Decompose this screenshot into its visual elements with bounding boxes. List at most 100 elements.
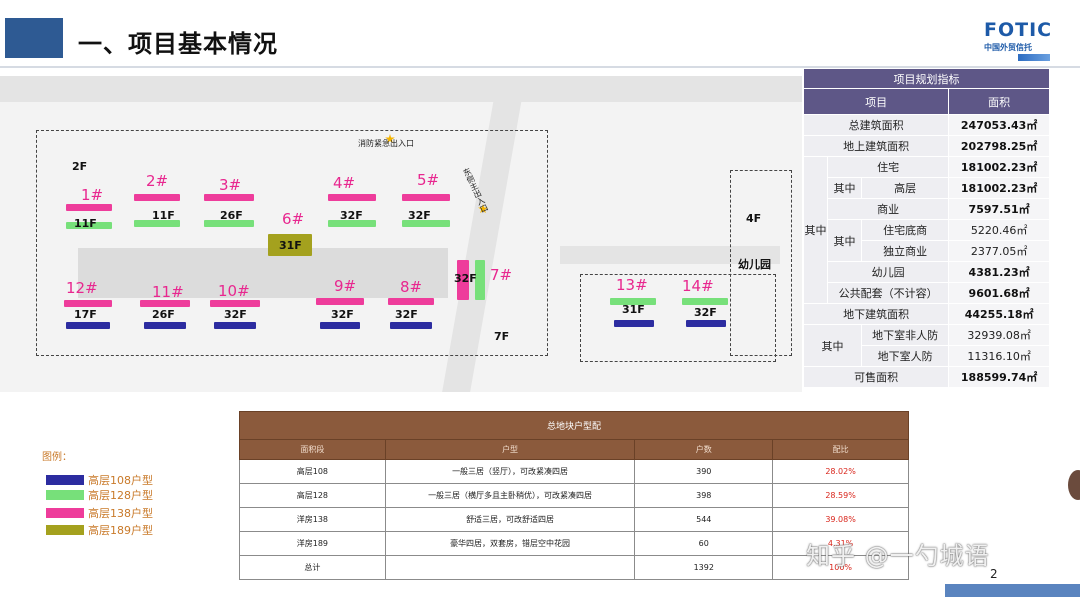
- row-type: 一般三居（竖厅），可改紧凑四居: [384, 459, 636, 484]
- building-4-floors: 32F: [340, 209, 363, 222]
- standalone-label: 独立商业: [860, 240, 950, 262]
- building-13-floors: 31F: [622, 303, 645, 316]
- row-ratio: 39.08%: [772, 507, 909, 532]
- building-3-number: 3#: [219, 176, 242, 194]
- building-8-unit-138: [388, 298, 434, 305]
- site-plan: 消防紧急出入口 东侧主出入口 2F 4F 幼儿园 7F 1# 11F 2# 11…: [0, 76, 802, 392]
- building-7f-label: 7F: [494, 330, 510, 343]
- road-top: [0, 76, 802, 102]
- building-7-floors: 32F: [454, 272, 477, 285]
- legend-title: 图例：: [42, 452, 72, 463]
- legend-label-108: 高层108户型: [88, 474, 153, 487]
- residential-value: 181002.23㎡: [948, 156, 1050, 178]
- building-8-floors: 32F: [395, 308, 418, 321]
- fire-gate-marker: [385, 134, 395, 144]
- saleable-label: 可售面积: [802, 366, 950, 388]
- unit-mix-header-type: 户型: [384, 439, 636, 460]
- footer-accent-bar: [945, 584, 1080, 597]
- building-7-number: 7#: [490, 266, 513, 284]
- commercial-label: 商业: [826, 198, 950, 220]
- row-type: [384, 555, 636, 580]
- building-6-number: 6#: [282, 210, 305, 228]
- building-5-unit-128: [402, 220, 450, 227]
- above-ground-label: 地上建筑面积: [802, 135, 950, 157]
- building-12-unit-138: [64, 300, 112, 307]
- unit-mix-header-segment: 面积段: [239, 439, 386, 460]
- building-10-unit-108: [214, 322, 256, 329]
- standalone-value: 2377.05㎡: [948, 240, 1050, 262]
- legend-swatch-189: [46, 525, 84, 535]
- unit-mix-caption: 总地块户型配: [239, 411, 909, 440]
- header-accent-bar: [5, 18, 63, 58]
- public-label: 公共配套（不计容）: [826, 282, 950, 304]
- legend-swatch-128: [46, 490, 84, 500]
- building-14-unit-108: [686, 320, 726, 327]
- legend-label-128: 高层128户型: [88, 489, 153, 502]
- building-5-unit-138: [402, 194, 450, 201]
- underground-qizhong: 其中: [803, 324, 862, 367]
- page-number: 2: [990, 567, 998, 581]
- building-1-unit-138: [66, 204, 112, 211]
- building-1-unit-128: [66, 222, 112, 229]
- logo-wordmark: FOTIC: [984, 19, 1053, 41]
- civil-defense-label: 地下室人防: [860, 345, 950, 367]
- main-site-boundary: [36, 130, 548, 356]
- legend-item-189: 高层189户型: [46, 522, 153, 538]
- building-10-unit-138: [210, 300, 260, 307]
- building-12-floors: 17F: [74, 308, 97, 321]
- avatar[interactable]: [1068, 470, 1080, 500]
- building-6-floors: 31F: [279, 239, 302, 252]
- row-count: 398: [634, 483, 774, 508]
- legend-label-189: 高层189户型: [88, 524, 153, 537]
- logo-stripe: [1018, 54, 1050, 61]
- road-east: [560, 246, 780, 264]
- table-row: 洋房138 舒适三居，可改舒适四居 544 39.08%: [239, 507, 909, 532]
- highrise-value: 181002.23㎡: [948, 177, 1050, 199]
- row-segment: 洋房189: [239, 531, 386, 556]
- row-count: 544: [634, 507, 774, 532]
- underground-label: 地下建筑面积: [802, 303, 950, 325]
- civil-defense-value: 11316.10㎡: [948, 345, 1050, 367]
- building-12-unit-108: [66, 322, 110, 329]
- row-type: 舒适三居，可改舒适四居: [384, 507, 636, 532]
- indicators-col-area: 面积: [948, 88, 1050, 115]
- building-9-number: 9#: [334, 277, 357, 295]
- saleable-value: 188599.74㎡: [948, 366, 1050, 388]
- row-type: 豪华四居，双套房，错层空中花园: [384, 531, 636, 556]
- row-count: 390: [634, 459, 774, 484]
- building-4-unit-138: [328, 194, 376, 201]
- building-11-number: 11#: [152, 283, 184, 301]
- commercial-qizhong: 其中: [827, 219, 862, 262]
- table-row: 高层128 一般三居（横厅多且主卧稍优），可改紧凑四居 398 28.59%: [239, 483, 909, 508]
- building-9-unit-138: [316, 298, 364, 305]
- above-ground-value: 202798.25㎡: [948, 135, 1050, 157]
- building-13-unit-128: [610, 298, 656, 305]
- row-count: 60: [634, 531, 774, 556]
- page-title: 一、项目基本情况: [78, 30, 278, 58]
- row-segment: 高层128: [239, 483, 386, 508]
- commercial-value: 7597.51㎡: [948, 198, 1050, 220]
- building-11-unit-138: [140, 300, 190, 307]
- building-1-floors: 11F: [74, 217, 97, 230]
- building-14-unit-128: [682, 298, 728, 305]
- main-gate-marker: [478, 204, 488, 214]
- total-area-value: 247053.43㎡: [948, 114, 1050, 136]
- table-row-total: 总计 1392 100%: [239, 555, 909, 580]
- unit-mix-header-ratio: 配比: [772, 439, 909, 460]
- building-10-number: 10#: [218, 282, 250, 300]
- building-2-unit-138: [134, 194, 180, 201]
- building-2-floors: 11F: [152, 209, 175, 222]
- above-ground-qizhong: 其中: [803, 156, 828, 304]
- building-2-number: 2#: [146, 172, 169, 190]
- unit-mix-header-count: 户数: [634, 439, 774, 460]
- building-5-number: 5#: [417, 171, 440, 189]
- row-segment: 总计: [239, 555, 386, 580]
- building-13-number: 13#: [616, 276, 648, 294]
- shop-label: 住宅底商: [860, 219, 950, 241]
- row-ratio: 28.02%: [772, 459, 909, 484]
- legend-swatch-108: [46, 475, 84, 485]
- kindergarten-area-value: 4381.23㎡: [948, 261, 1050, 283]
- building-14-number: 14#: [682, 277, 714, 295]
- building-5-floors: 32F: [408, 209, 431, 222]
- legend-swatch-138: [46, 508, 84, 518]
